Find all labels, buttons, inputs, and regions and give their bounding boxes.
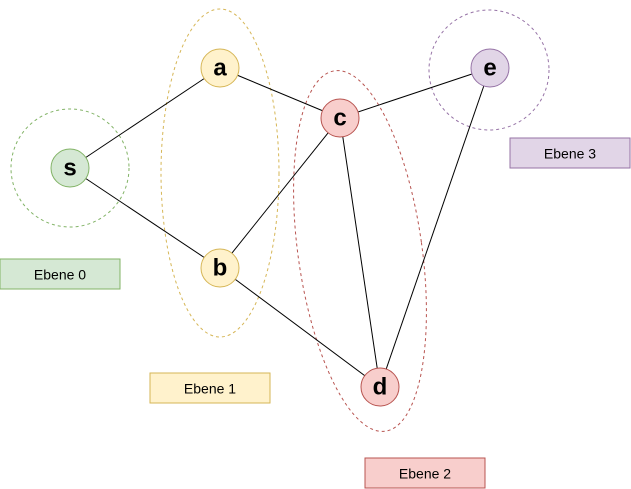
edge-b-c	[219, 117, 341, 269]
level-3-label: Ebene 3	[544, 146, 596, 162]
node-a-circle	[200, 48, 240, 88]
nodes: s a b c d e	[50, 48, 510, 407]
edges	[69, 67, 491, 388]
node-d-circle	[360, 367, 400, 407]
level-2-box: Ebene 2	[364, 457, 486, 489]
node-b-label: b	[213, 254, 228, 281]
edge-s-b	[69, 167, 221, 269]
edge-a-c	[219, 67, 341, 119]
edge-s-a	[69, 67, 221, 169]
level-3-outline	[428, 9, 550, 131]
level-0-label: Ebene 0	[34, 267, 86, 283]
node-s: s	[50, 148, 90, 188]
level-1-outline	[160, 8, 280, 338]
level-3-box: Ebene 3	[509, 137, 631, 169]
node-s-label: s	[63, 154, 76, 181]
edge-e-d	[379, 67, 491, 388]
level-1-label: Ebene 1	[184, 381, 236, 397]
node-s-circle	[50, 148, 90, 188]
level-1-box: Ebene 1	[149, 372, 271, 404]
edge-b-d	[219, 267, 381, 388]
node-a-label: a	[213, 54, 227, 81]
node-c-label: c	[333, 104, 346, 131]
level-2-label: Ebene 2	[399, 466, 451, 482]
node-c: c	[320, 98, 360, 138]
edge-c-e	[339, 67, 491, 119]
node-a: a	[200, 48, 240, 88]
node-e: e	[470, 48, 510, 88]
node-c-circle	[320, 98, 360, 138]
node-d: d	[360, 367, 400, 407]
node-b: b	[200, 248, 240, 288]
level-0-box: Ebene 0	[0, 258, 121, 290]
node-d-label: d	[373, 373, 388, 400]
level-0-outline	[10, 108, 130, 228]
node-e-label: e	[483, 54, 496, 81]
node-e-circle	[470, 48, 510, 88]
edge-c-d	[339, 117, 381, 388]
node-b-circle	[200, 248, 240, 288]
